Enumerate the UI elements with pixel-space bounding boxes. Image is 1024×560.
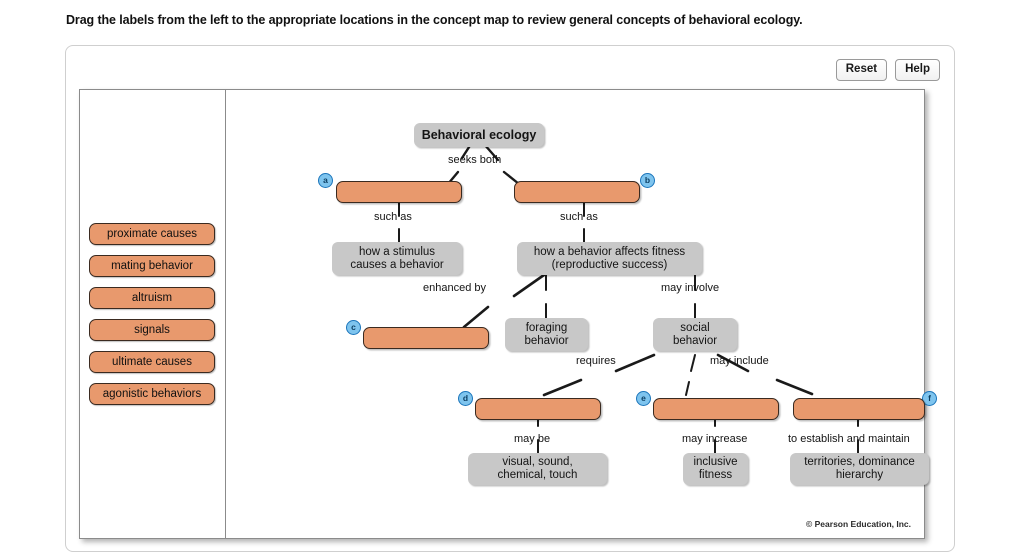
edge-label-may-be: may be <box>514 433 551 445</box>
node-territories-dominance-hierarchy-text: territories, dominance hierarchy <box>804 456 915 481</box>
label-bank: proximate causes mating behavior altruis… <box>89 223 217 415</box>
drop-target-d[interactable] <box>475 398 601 420</box>
edge-label-seeks-both: seeks both <box>448 154 502 166</box>
edge-label-such-as-left: such as <box>374 211 412 223</box>
page-instruction: Drag the labels from the left to the app… <box>66 13 803 27</box>
panel-divider <box>225 90 226 538</box>
badge-a: a <box>318 173 333 188</box>
reset-button[interactable]: Reset <box>835 59 888 81</box>
node-how-a-stimulus: how a stimulus causes a behavior <box>332 242 462 275</box>
drop-target-a[interactable] <box>336 181 462 203</box>
edge-label-may-involve: may involve <box>661 282 720 294</box>
node-territories-dominance-hierarchy: territories, dominance hierarchy <box>790 453 929 485</box>
badge-b: b <box>640 173 655 188</box>
concept-map-workarea: proximate causes mating behavior altruis… <box>79 89 937 539</box>
edge-label-enhanced-by: enhanced by <box>423 282 486 294</box>
label-chip-signals[interactable]: signals <box>89 319 215 341</box>
drop-target-e[interactable] <box>653 398 779 420</box>
edge-label-may-increase: may increase <box>682 433 748 445</box>
node-how-a-stimulus-text: how a stimulus causes a behavior <box>350 245 444 271</box>
badge-e: e <box>636 391 651 406</box>
node-visual-sound-chemical-touch-text: visual, sound, chemical, touch <box>497 456 578 481</box>
node-visual-sound-chemical-touch: visual, sound, chemical, touch <box>468 453 607 485</box>
node-how-a-behavior-affects-fitness: how a behavior affects fitness (reproduc… <box>517 242 702 275</box>
help-button[interactable]: Help <box>895 59 940 81</box>
label-chip-mating-behavior[interactable]: mating behavior <box>89 255 215 277</box>
edge-label-may-include: may include <box>710 355 769 367</box>
drop-target-c[interactable] <box>363 327 489 349</box>
toolbar: Reset Help <box>835 59 940 81</box>
drop-target-b[interactable] <box>514 181 640 203</box>
node-foraging-behavior: foraging behavior <box>505 318 588 351</box>
copyright-text: © Pearson Education, Inc. <box>806 519 911 529</box>
node-inclusive-fitness-text: inclusive fitness <box>693 456 738 481</box>
label-chip-altruism[interactable]: altruism <box>89 287 215 309</box>
label-chip-proximate-causes[interactable]: proximate causes <box>89 223 215 245</box>
label-chip-agonistic-behaviors[interactable]: agonistic behaviors <box>89 383 215 405</box>
label-chip-ultimate-causes[interactable]: ultimate causes <box>89 351 215 373</box>
node-foraging-behavior-text: foraging behavior <box>524 321 569 347</box>
exercise-panel: Reset Help proximate causes mating behav… <box>65 45 955 552</box>
concept-map: Behavioral ecology seeks both a b such a… <box>226 90 937 538</box>
node-inclusive-fitness: inclusive fitness <box>683 453 748 485</box>
badge-c: c <box>346 320 361 335</box>
drop-target-f[interactable] <box>793 398 925 420</box>
node-social-behavior: social behavior <box>653 318 737 351</box>
edge-label-to-establish-and-maintain: to establish and maintain <box>788 433 910 445</box>
badge-f: f <box>922 391 937 406</box>
edge-label-requires: requires <box>576 355 616 367</box>
badge-d: d <box>458 391 473 406</box>
node-how-a-behavior-affects-fitness-text: how a behavior affects fitness (reproduc… <box>533 245 686 271</box>
edge-label-such-as-right: such as <box>560 211 598 223</box>
node-behavioral-ecology: Behavioral ecology <box>414 123 544 147</box>
node-social-behavior-text: social behavior <box>672 321 718 347</box>
